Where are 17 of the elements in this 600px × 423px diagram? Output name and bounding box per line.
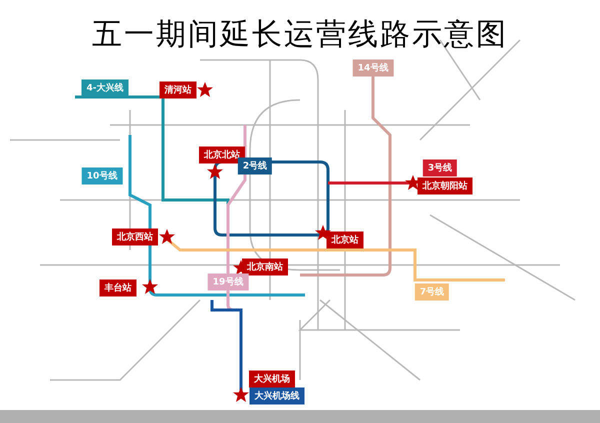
station-name-tag: 北京北站: [199, 146, 245, 164]
line-name-tag: 7号线: [414, 284, 450, 300]
station-name-tag: 北京西站: [112, 228, 158, 246]
station-name-tag: 大兴机场: [249, 370, 295, 388]
station-name-tag: 北京南站: [242, 258, 288, 276]
station-name-tag: 北京站: [326, 232, 364, 248]
line-name-tag: 2号线: [238, 158, 272, 174]
line-name-tag: 4-大兴线: [82, 80, 128, 96]
line-name-tag: 10号线: [82, 168, 122, 184]
line-name-tag: 14号线: [352, 60, 394, 76]
station-name-tag: 丰台站: [100, 280, 136, 296]
title: 五一期间延长运营线路示意图: [91, 16, 509, 54]
line-name-tag: 19号线: [208, 274, 248, 290]
station-name-tag: 清河站: [160, 82, 196, 98]
line-name-tag: 大兴机场线: [250, 388, 304, 404]
line-name-tag: 3号线: [422, 160, 458, 176]
station-name-tag: 北京朝阳站: [418, 178, 472, 194]
